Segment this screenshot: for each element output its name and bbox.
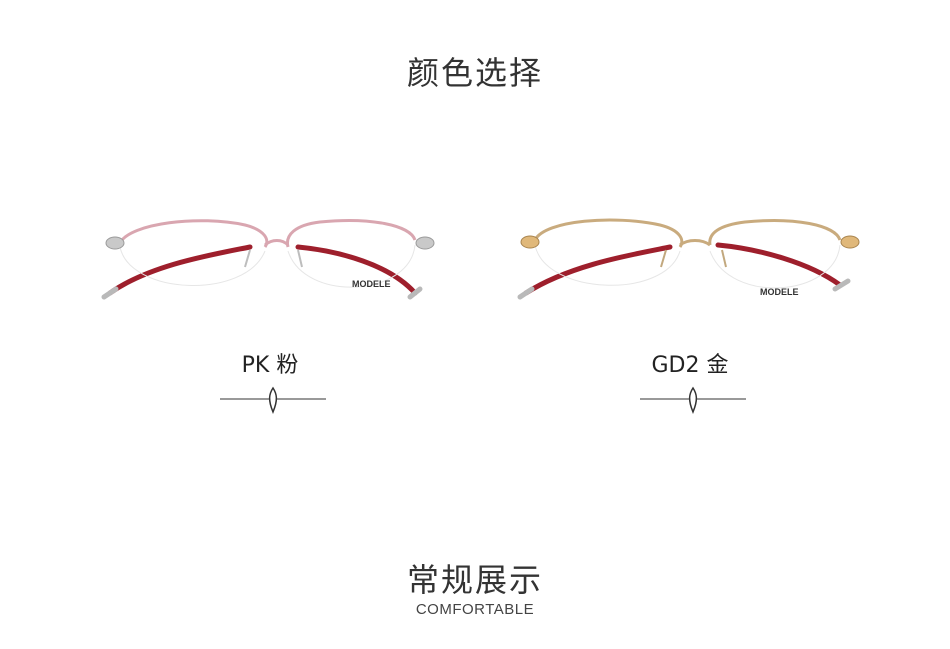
divider-ornament-icon <box>220 386 326 414</box>
section-title-regular-display: 常规展示 <box>406 561 543 599</box>
divider-ornament-icon <box>640 386 746 414</box>
product-card-pink: MODELE PK 粉 <box>70 185 470 425</box>
lens-brand-print: MODELE <box>352 279 391 289</box>
lens-brand-print: MODELE <box>760 287 799 297</box>
product-card-gold: MODELE GD2 金 <box>490 185 890 425</box>
glasses-icon: MODELE <box>517 218 860 300</box>
color-label-gold: GD2 金 <box>651 353 729 378</box>
color-label-pink: PK 粉 <box>241 353 299 378</box>
section-subtitle: COMFORTABLE <box>415 601 535 618</box>
glasses-icon: MODELE <box>101 219 435 300</box>
section-title-color-choice: 颜色选择 <box>406 54 543 92</box>
